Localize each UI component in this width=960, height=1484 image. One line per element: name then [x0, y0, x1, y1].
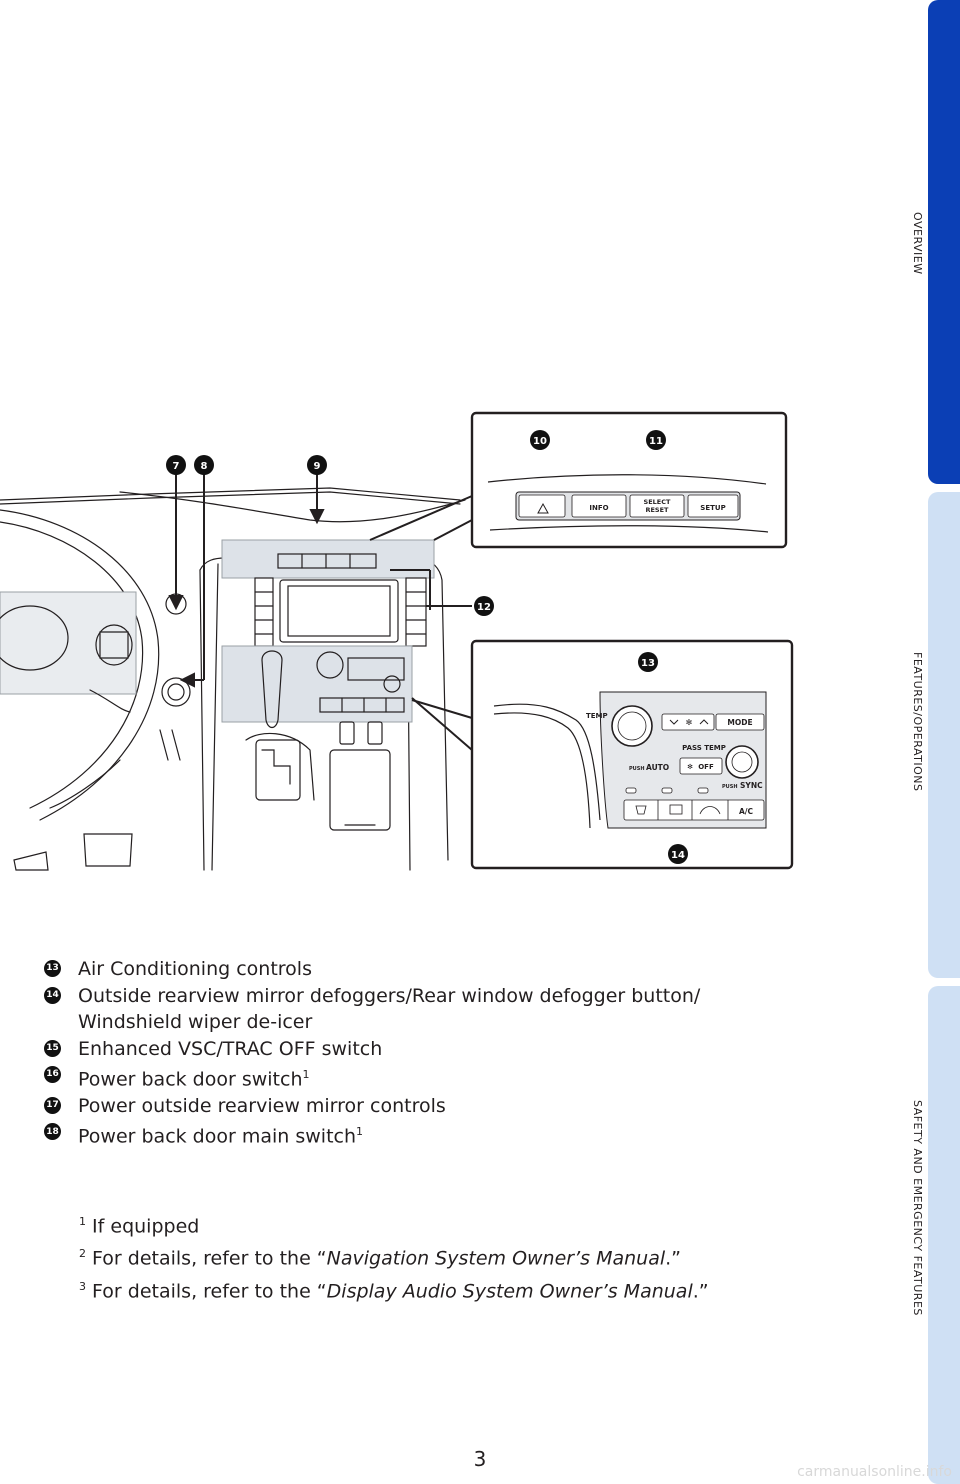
tab-features-label[interactable]: FEATURES/OPERATIONS — [911, 652, 924, 792]
footnote-text: For details, refer to the “ — [92, 1279, 327, 1302]
ac-label: A/C — [739, 807, 754, 816]
climate-control-face: ✻ MODE TEMP PASS TEMP ✻ OFF PUSH AUTO PU… — [586, 691, 767, 829]
callout-11 — [646, 430, 666, 450]
legend-item: 17 Power outside rearview mirror control… — [44, 1093, 804, 1120]
footnote-marker: 2 — [79, 1247, 86, 1261]
tab-features-bar[interactable] — [928, 492, 960, 978]
callout-9-label: 9 — [314, 461, 321, 472]
callout-8 — [194, 455, 214, 475]
callout-14-label: 14 — [671, 850, 685, 861]
recirculate-icon — [699, 806, 721, 815]
reset-button-label: RESET — [645, 506, 669, 514]
manual-title: Navigation System Owner’s Manual — [326, 1247, 666, 1270]
legend-number-badge: 17 — [44, 1096, 61, 1114]
footnote-marker: 3 — [79, 1279, 86, 1293]
legend-text-wrap: Power back door main switch1 — [78, 1119, 804, 1150]
callout-12 — [474, 596, 494, 616]
watermark: carmanualsonline.info — [797, 1464, 952, 1480]
auto-label: AUTO — [646, 763, 669, 772]
legend-text: Outside rearview mirror defoggers/Rear w… — [78, 984, 701, 1034]
footnote-marker: 1 — [79, 1215, 86, 1228]
footnote-text-end: .” — [692, 1279, 709, 1302]
front-defog-icon — [635, 805, 647, 815]
legend-list: 13 Air Conditioning controls 14 Outside … — [44, 956, 804, 1150]
legend-text: Power back door main switch — [78, 1125, 357, 1148]
tab-overview-label[interactable]: OVERVIEW — [911, 212, 924, 275]
fan-off-icon: ✻ — [687, 763, 693, 771]
footnote-text: If equipped — [92, 1215, 200, 1238]
push-auto-small-label: PUSH — [629, 766, 645, 772]
callout-12-label: 12 — [477, 602, 491, 613]
chevron-down-icon — [669, 719, 679, 725]
legend-text: Air Conditioning controls — [78, 958, 312, 980]
legend-item: 13 Air Conditioning controls — [44, 956, 804, 983]
info-button-row: INFO SELECT RESET SETUP — [515, 491, 741, 521]
mode-label: MODE — [727, 718, 752, 727]
legend-item: 18 Power back door main switch1 — [44, 1119, 804, 1150]
fan-icon: ✻ — [686, 718, 693, 727]
dashboard-illustration: INFO SELECT RESET SETUP ✻ MODE TEMP PASS… — [0, 411, 794, 871]
legend-text: Enhanced VSC/TRAC OFF switch — [78, 1037, 383, 1060]
rear-defog-icon — [669, 804, 683, 815]
manual-title: Display Audio System Owner’s Manual — [326, 1279, 693, 1302]
pass-temp-label: PASS TEMP — [682, 744, 726, 752]
setup-button-label: SETUP — [700, 504, 725, 512]
legend-number-badge: 15 — [44, 1039, 61, 1057]
select-button-label: SELECT — [644, 498, 671, 506]
legend-text: Power back door switch — [78, 1068, 303, 1091]
inset-info-panel — [470, 411, 788, 549]
info-button-label: INFO — [589, 504, 608, 512]
callout-8-label: 8 — [201, 461, 208, 472]
footnote-ref: 1 — [302, 1068, 310, 1081]
callout-11-label: 11 — [649, 436, 663, 447]
tab-safety-bar[interactable] — [928, 986, 960, 1484]
legend-number-badge: 18 — [44, 1123, 61, 1141]
push-sync-small-label: PUSH — [722, 784, 738, 790]
footnote-1: 1 If equipped — [79, 1208, 709, 1240]
callout-9 — [307, 455, 327, 475]
pass-temp-dial — [725, 745, 759, 779]
legend-item: 14 Outside rearview mirror defoggers/Rea… — [44, 983, 804, 1036]
footnote-ref: 1 — [356, 1125, 364, 1139]
tab-safety-label[interactable]: SAFETY AND EMERGENCY FEATURES — [911, 1100, 924, 1316]
callout-13-label: 13 — [641, 658, 655, 669]
legend-number-badge: 13 — [44, 960, 61, 977]
footnotes: 1 If equipped 2 For details, refer to th… — [79, 1208, 709, 1305]
legend-item: 15 Enhanced VSC/TRAC OFF switch — [44, 1036, 804, 1063]
off-label: OFF — [698, 763, 714, 771]
legend-text: Power outside rearview mirror controls — [78, 1094, 446, 1117]
footnote-2: 2 For details, refer to the “Navigation … — [79, 1240, 709, 1272]
temp-label: TEMP — [586, 712, 608, 720]
callout-10-label: 10 — [533, 436, 547, 447]
callout-10 — [530, 430, 550, 450]
legend-text-wrap: Power back door switch1 — [78, 1062, 804, 1093]
callout-13 — [638, 652, 658, 672]
callout-14 — [668, 844, 688, 864]
tab-overview-bar[interactable] — [928, 0, 960, 484]
callout-7 — [166, 455, 186, 475]
legend-number-badge: 16 — [44, 1066, 61, 1083]
legend-item: 16 Power back door switch1 — [44, 1062, 804, 1093]
footnote-text: For details, refer to the “ — [92, 1247, 327, 1270]
callout-7-label: 7 — [173, 461, 180, 472]
chevron-up-icon — [699, 719, 709, 725]
hazard-icon — [537, 502, 549, 514]
fan-speed-rocker — [661, 713, 715, 731]
footnote-text-end: .” — [665, 1247, 682, 1270]
page-number: 3 — [473, 1447, 487, 1471]
footnote-3: 3 For details, refer to the “Display Aud… — [79, 1273, 709, 1305]
legend-number-badge: 14 — [44, 986, 61, 1004]
sync-label: SYNC — [740, 781, 763, 790]
